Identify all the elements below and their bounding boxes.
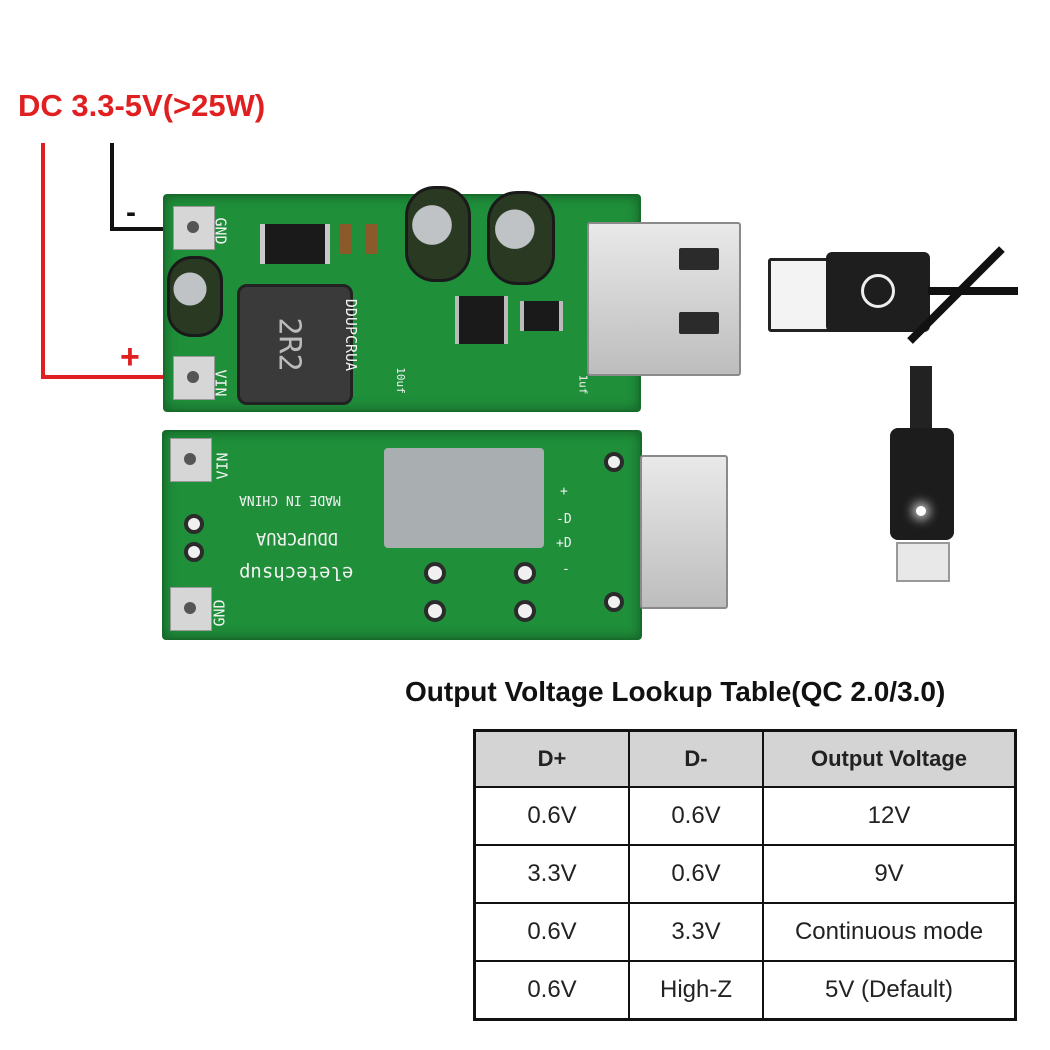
micro-usb-body: [890, 428, 954, 540]
usb-slot-2: [679, 312, 719, 334]
header-dminus: D-: [628, 729, 764, 788]
bottom-pcb-board: VIN GND MADE IN CHINA DDUPCRUA eletechsu…: [162, 430, 642, 640]
black-wire-vertical: [110, 143, 114, 231]
usb-a-female-port-side: [640, 455, 728, 609]
electrolytic-capacitor-2: [487, 191, 555, 285]
minus-sign: -: [126, 196, 136, 229]
cell-output: 9V: [762, 844, 1017, 904]
table-row: 3.3V 0.6V 9V: [473, 844, 1017, 904]
cable-down: [910, 366, 932, 430]
cell-dminus: 0.6V: [628, 844, 764, 904]
usb-a-female-port-top: [587, 222, 741, 376]
cell-output: 5V (Default): [762, 960, 1017, 1021]
via-3: [424, 562, 446, 584]
brand-silkscreen-top: DDUPCRUA: [342, 298, 361, 372]
red-wire-vertical: [41, 143, 45, 379]
cell-dminus: 3.3V: [628, 902, 764, 962]
smd-capacitor-2: [365, 224, 377, 254]
vin-pad: [173, 356, 215, 400]
header-output-voltage: Output Voltage: [762, 729, 1017, 788]
cell-dminus: 0.6V: [628, 786, 764, 846]
micro-usb-plug: [896, 542, 950, 582]
header-dplus: D+: [473, 729, 630, 788]
via-7: [604, 452, 624, 472]
led-icon: [916, 506, 926, 516]
black-wire-horizontal: [110, 227, 165, 231]
electrolytic-capacitor-1: [405, 186, 471, 282]
table-row: 0.6V 3.3V Continuous mode: [473, 902, 1017, 962]
usb-plug-body: [826, 252, 930, 332]
pin-minus: -: [562, 562, 570, 577]
cell-dminus: High-Z: [628, 960, 764, 1021]
gnd-pad: [173, 206, 215, 250]
vin-silkscreen: VIN: [211, 369, 230, 397]
made-in-silkscreen: MADE IN CHINA: [239, 492, 341, 507]
pin-minus-d: -D: [556, 512, 572, 527]
top-pcb-board: GND VIN 2R2 DDUPCRUA 10uf 1uf: [163, 186, 641, 412]
cell-dplus: 0.6V: [473, 786, 630, 846]
table-title: Output Voltage Lookup Table(QC 2.0/3.0): [405, 676, 946, 707]
via-6: [514, 600, 536, 622]
cell-output: 12V: [762, 786, 1017, 846]
pin-plus-d: +D: [556, 536, 572, 551]
electrolytic-capacitor-3: [167, 256, 223, 337]
input-voltage-label: DC 3.3-5V(>25W): [18, 88, 266, 123]
gnd-silkscreen-bottom: GND: [210, 599, 229, 627]
maker-silkscreen: eletechsup: [239, 562, 354, 584]
gnd-silkscreen: GND: [211, 217, 230, 245]
usb-a-plug: [768, 258, 834, 332]
vin-silkscreen-bottom: VIN: [213, 452, 232, 480]
table-header-row: D+ D- Output Voltage: [473, 729, 1017, 788]
small-silkscreen: 1uf: [576, 374, 590, 395]
red-wire-horizontal: [41, 375, 166, 379]
cap-silkscreen: 10uf: [393, 367, 407, 394]
cell-dplus: 0.6V: [473, 960, 630, 1021]
pin-plus: +: [560, 484, 568, 499]
via-5: [424, 600, 446, 622]
smd-capacitor-1: [340, 224, 352, 254]
via-2: [184, 542, 204, 562]
usb-slot-1: [679, 248, 719, 270]
ic-chip-2: [520, 301, 563, 331]
cable-horizontal: [928, 287, 1018, 295]
cell-dplus: 3.3V: [473, 844, 630, 904]
diode-component: [260, 224, 330, 264]
via-4: [514, 562, 536, 584]
cell-dplus: 0.6V: [473, 902, 630, 962]
thermal-pad: [384, 448, 544, 548]
output-voltage-table: D+ D- Output Voltage 0.6V 0.6V 12V 3.3V …: [473, 729, 1017, 1021]
via-8: [604, 592, 624, 612]
inductor-component: 2R2: [237, 284, 353, 405]
table-row: 0.6V High-Z 5V (Default): [473, 960, 1017, 1021]
plus-sign: +: [120, 338, 140, 376]
vin-pad-bottom: [170, 438, 212, 482]
brand-silkscreen-bottom: DDUPCRUA: [256, 528, 338, 548]
logo-icon: [861, 274, 895, 308]
gnd-pad-bottom: [170, 587, 212, 631]
via-1: [184, 514, 204, 534]
ic-chip-1: [455, 296, 508, 344]
table-row: 0.6V 0.6V 12V: [473, 786, 1017, 846]
inductor-label: 2R2: [271, 317, 307, 372]
cell-output: Continuous mode: [762, 902, 1017, 962]
